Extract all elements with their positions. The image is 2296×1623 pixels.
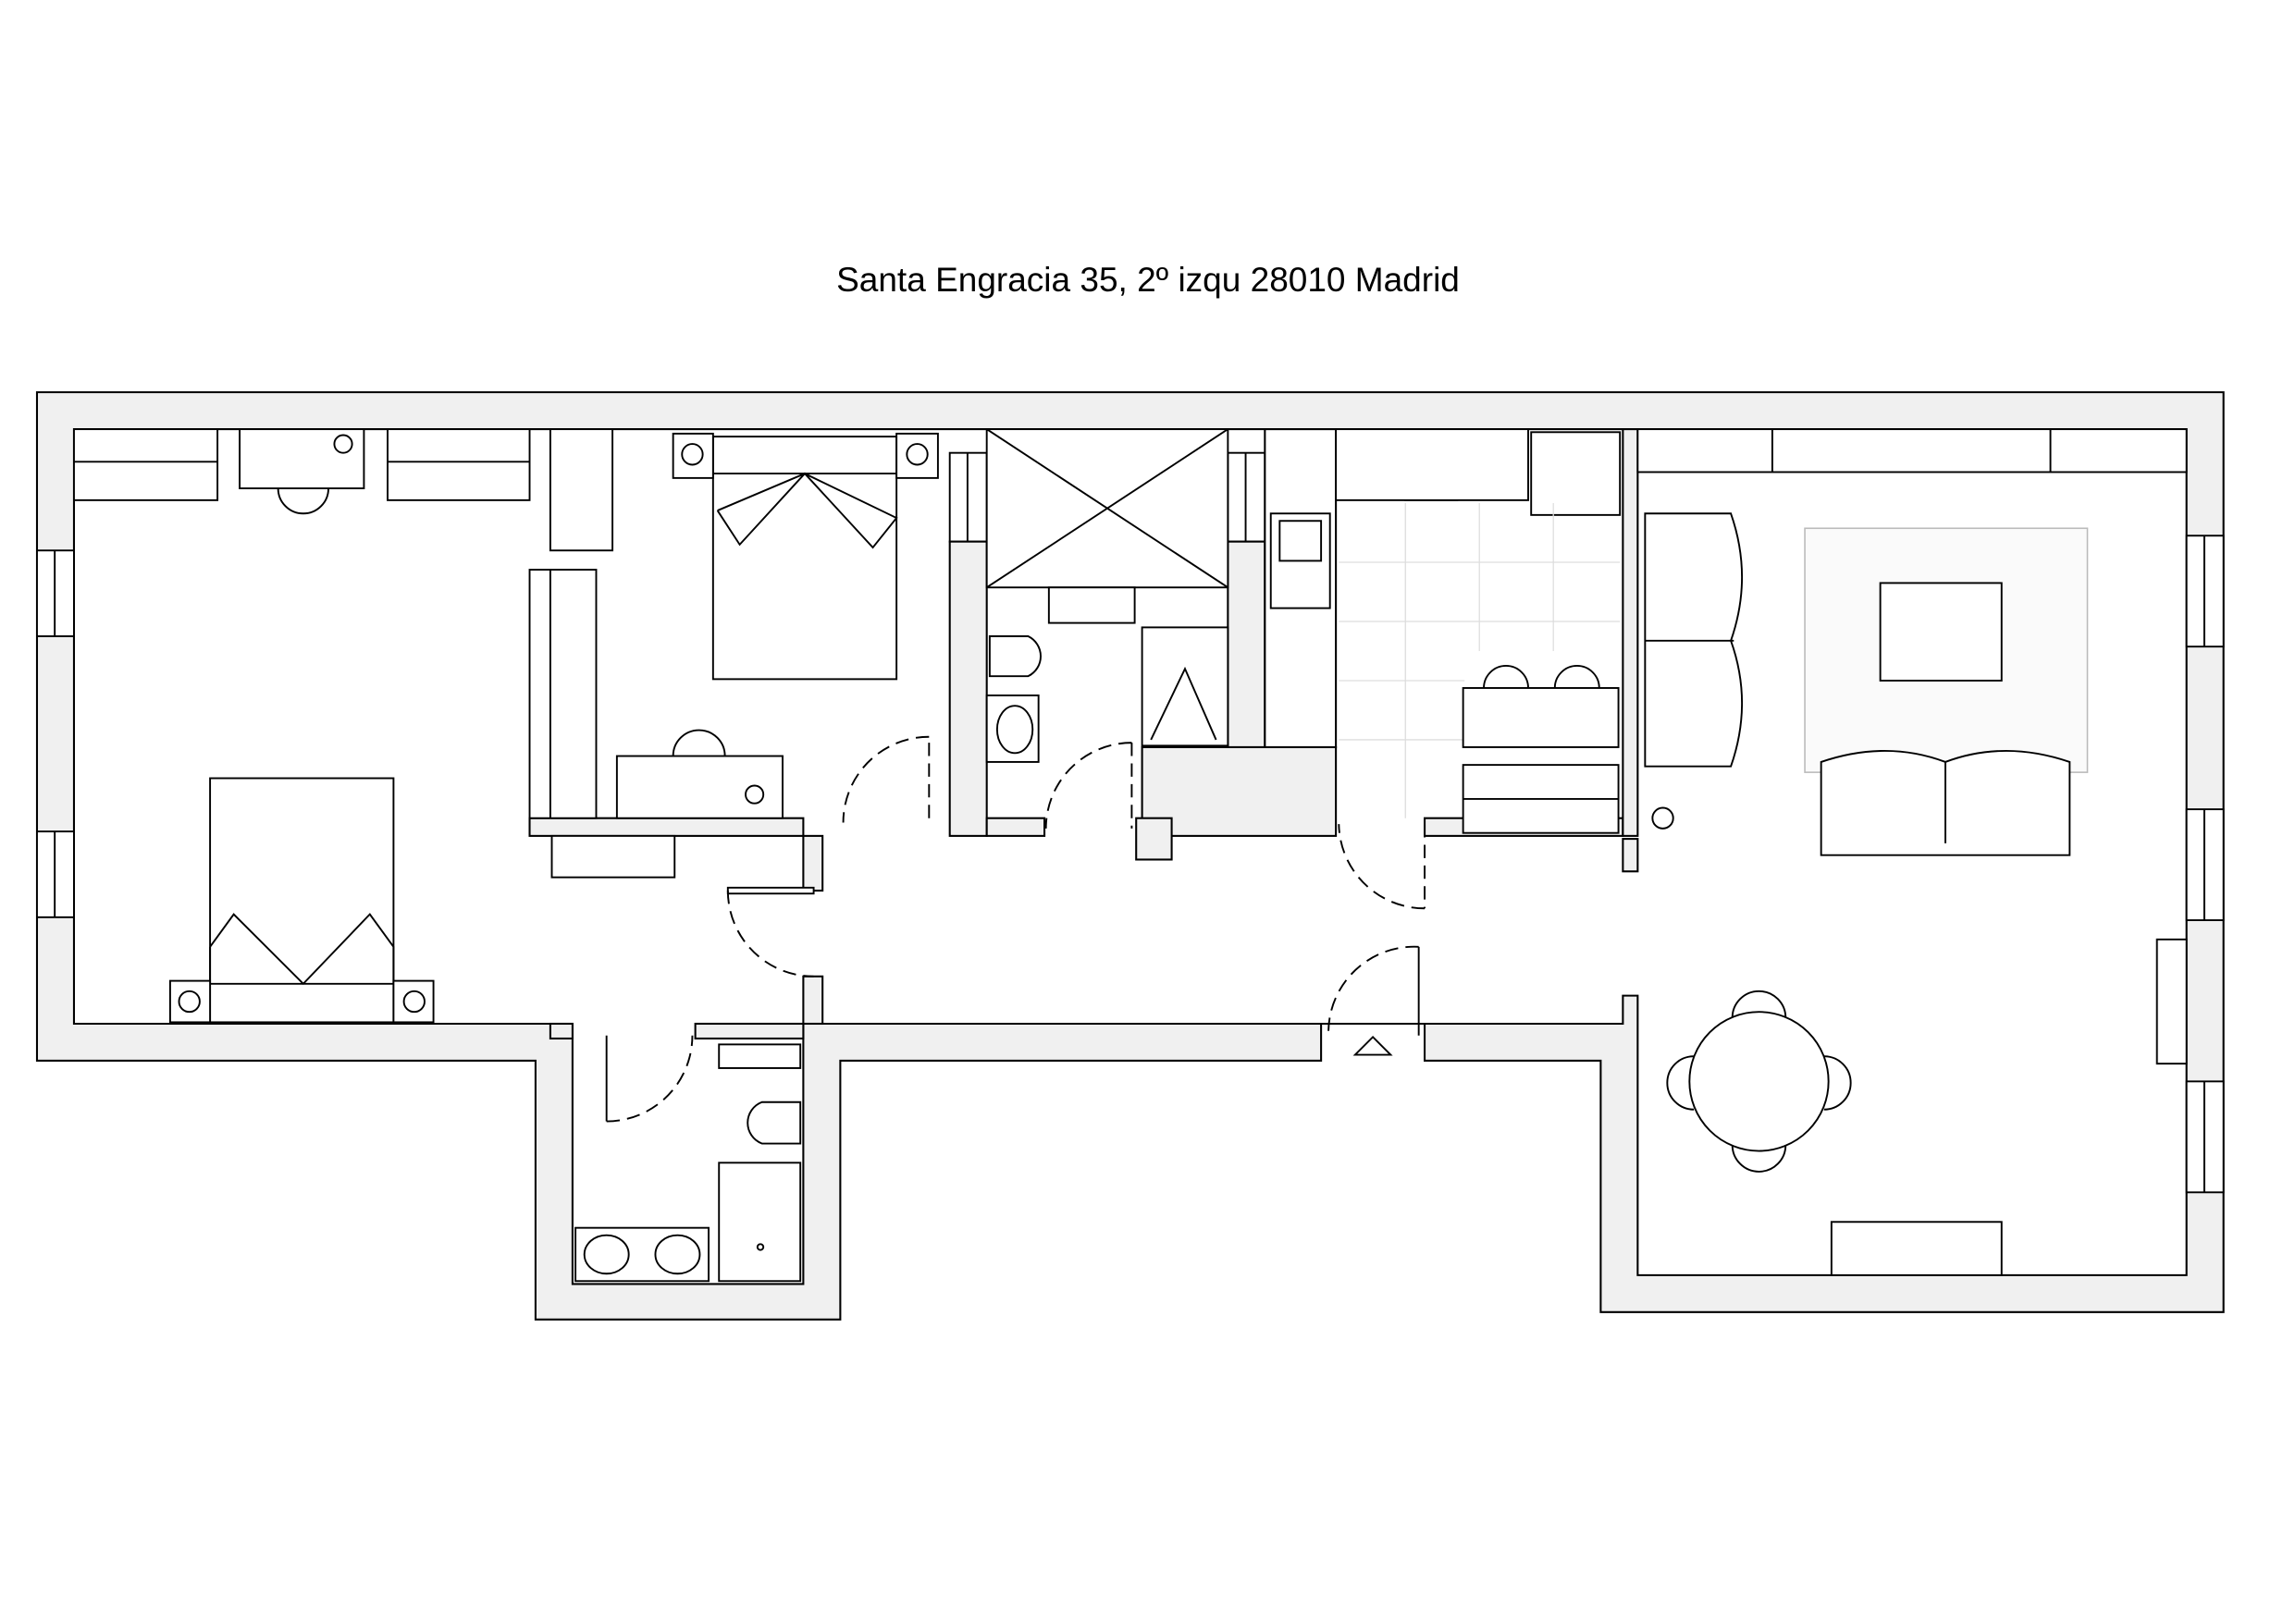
sideboard [1830, 1221, 2003, 1276]
lamp-icon [402, 990, 426, 1014]
entrance-marker-icon [1352, 1036, 1393, 1056]
coffee-table [1879, 582, 2003, 682]
wardrobe [528, 569, 598, 819]
door-swing [726, 891, 814, 977]
bathtub [718, 1162, 802, 1283]
lamp-icon [681, 443, 704, 466]
wardrobe [73, 428, 219, 501]
door-swing [1327, 945, 1419, 1036]
single-bed [209, 777, 395, 1024]
chair [672, 729, 726, 756]
plan-title: Santa Engracia 35, 2º izqu 28010 Madrid [836, 261, 1460, 299]
nightstand [672, 432, 714, 479]
toilet [747, 1100, 802, 1145]
bedroom-2 [528, 428, 939, 823]
wardrobe [387, 428, 531, 501]
dining-table [1688, 1011, 1830, 1152]
chair [1731, 990, 1787, 1018]
nightstand [895, 432, 939, 479]
door-swing [606, 1035, 694, 1123]
double-sink [574, 1226, 710, 1283]
bedroom-1 [73, 428, 676, 1024]
built-in-shelf [1636, 428, 2188, 473]
bathroom-2 [574, 1035, 802, 1283]
desk [615, 755, 784, 819]
double-bed [711, 436, 898, 681]
lamp-icon [906, 443, 929, 466]
radiator [2155, 938, 2188, 1065]
shower [1141, 626, 1229, 747]
chair [1731, 1145, 1787, 1173]
chair [1823, 1055, 1852, 1111]
door-swing [1044, 742, 1133, 829]
lamp-icon [178, 990, 201, 1014]
entrance-gap [1322, 1025, 1424, 1060]
chair [1553, 665, 1600, 688]
bathroom-1 [985, 428, 1229, 829]
nightstand [168, 979, 212, 1024]
desk [239, 428, 365, 490]
door-swing [842, 735, 931, 823]
chair [1483, 665, 1529, 688]
toilet [988, 635, 1042, 678]
nightstand [392, 979, 435, 1024]
lamp-icon [333, 434, 353, 454]
windows [36, 451, 2225, 1194]
chair [277, 488, 329, 515]
living-room [1636, 428, 2188, 1276]
lamp-icon [1651, 806, 1674, 830]
lamp-icon [745, 784, 765, 805]
kitchen [1269, 428, 1622, 910]
wardrobe [549, 428, 614, 552]
chair [1666, 1055, 1695, 1111]
shelf [550, 834, 676, 879]
door-swing [1338, 824, 1426, 910]
hall [726, 886, 1420, 1036]
fridge [1530, 431, 1622, 516]
kitchen-table [1462, 687, 1620, 748]
